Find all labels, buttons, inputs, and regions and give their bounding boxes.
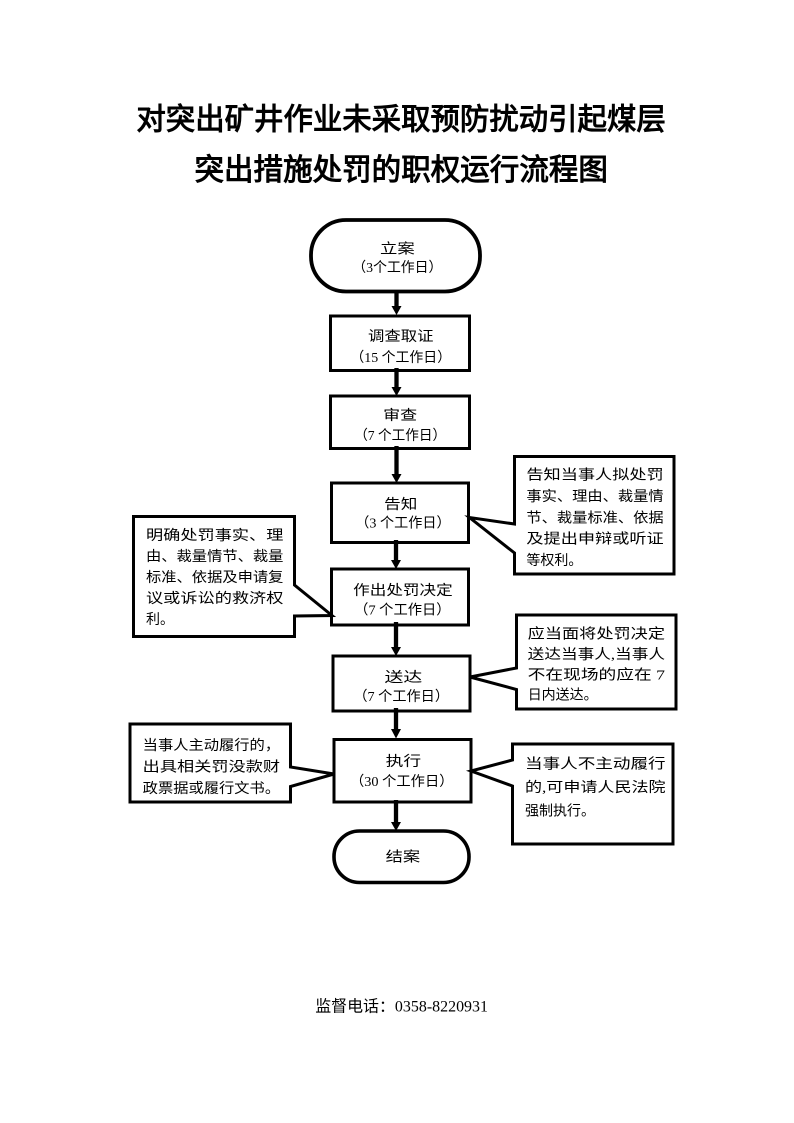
svg-text:利。: 利。	[146, 612, 174, 628]
svg-text:事实、理由、裁量情: 事实、理由、裁量情	[526, 489, 663, 505]
svg-text:（7 个工作日）: （7 个工作日）	[354, 428, 446, 444]
svg-text:（15 个工作日）: （15 个工作日）	[350, 350, 451, 366]
svg-text:立案: 立案	[380, 241, 415, 258]
svg-text:送达: 送达	[385, 670, 423, 686]
svg-text:告知: 告知	[384, 496, 417, 513]
svg-text:作出处罚决定: 作出处罚决定	[353, 583, 453, 599]
svg-text:（30 个工作日）: （30 个工作日）	[350, 774, 454, 790]
svg-text:应当面将处罚决定: 应当面将处罚决定	[528, 626, 665, 643]
svg-text:明确处罚事实、理: 明确处罚事实、理	[146, 528, 283, 544]
svg-text:强制执行。: 强制执行。	[525, 804, 595, 820]
svg-text:当事人主动履行的，: 当事人主动履行的，	[143, 738, 280, 754]
svg-text:不在现场的应在 7: 不在现场的应在 7	[528, 667, 665, 684]
svg-text:出具相关罚没款财: 出具相关罚没款财	[143, 760, 280, 776]
svg-text:告知当事人拟处罚: 告知当事人拟处罚	[526, 467, 663, 484]
svg-text:审查: 审查	[383, 408, 417, 424]
svg-text:（3个工作日）: （3个工作日）	[352, 260, 442, 276]
svg-text:由、裁量情节、裁量: 由、裁量情节、裁量	[146, 549, 283, 565]
svg-text:调查取证: 调查取证	[368, 329, 434, 345]
svg-text:等权利。: 等权利。	[526, 552, 582, 569]
svg-text:监督电话：0358-8220931: 监督电话：0358-8220931	[315, 998, 488, 1016]
svg-text:突出措施处罚的职权运行流程图: 突出措施处罚的职权运行流程图	[195, 153, 608, 187]
svg-text:对突出矿井作业未采取预防扰动引起煤层: 对突出矿井作业未采取预防扰动引起煤层	[136, 103, 665, 137]
svg-text:标准、依据及申请复: 标准、依据及申请复	[146, 569, 283, 586]
svg-text:节、裁量标准、依据: 节、裁量标准、依据	[526, 510, 663, 526]
svg-text:（7 个工作日）: （7 个工作日）	[353, 689, 449, 705]
svg-text:（7 个工作日）: （7 个工作日）	[354, 603, 450, 619]
svg-text:执行: 执行	[386, 754, 422, 770]
svg-text:及提出申辩或听证: 及提出申辩或听证	[526, 532, 663, 548]
svg-text:政票据或履行文书。: 政票据或履行文书。	[143, 781, 280, 797]
svg-text:结案: 结案	[386, 849, 421, 866]
svg-text:的,可申请人民法院: 的,可申请人民法院	[525, 780, 666, 796]
svg-text:日内送达。: 日内送达。	[528, 688, 598, 704]
svg-text:议或诉讼的救济权: 议或诉讼的救济权	[146, 591, 283, 607]
svg-text:当事人不主动履行: 当事人不主动履行	[525, 757, 666, 773]
svg-text:送达当事人,当事人: 送达当事人,当事人	[528, 647, 665, 663]
svg-text:（3 个工作日）: （3 个工作日）	[355, 516, 450, 532]
